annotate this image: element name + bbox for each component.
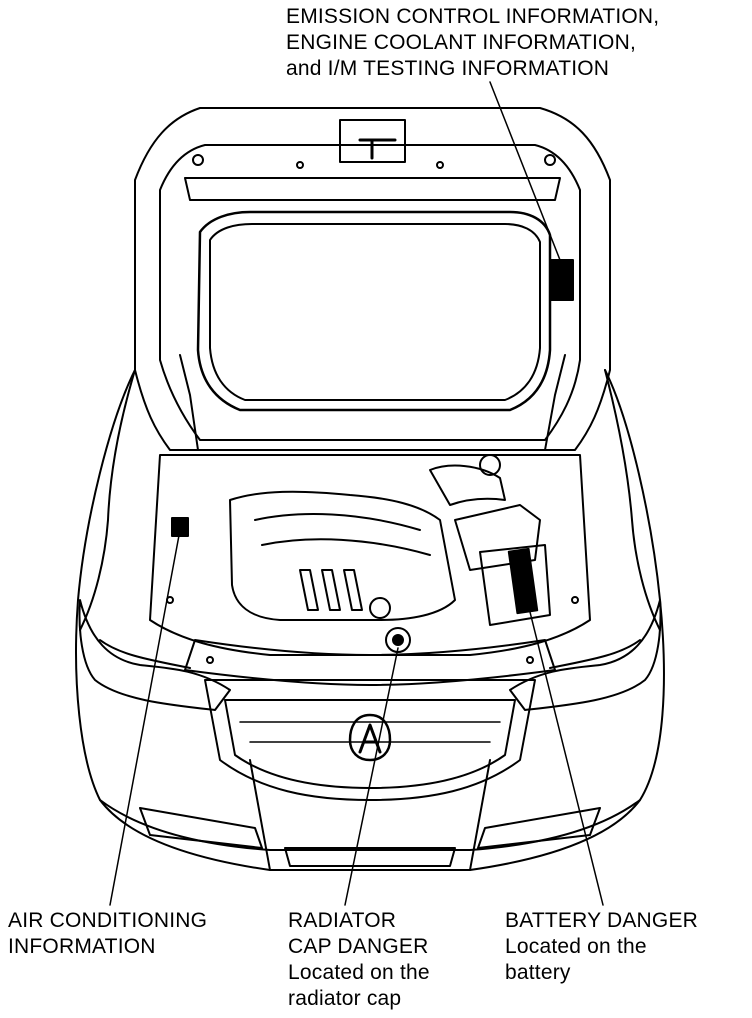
hood-bolt-4: [436, 161, 444, 169]
left-hood-strut: [179, 354, 199, 451]
radiator-cap-center: [392, 634, 404, 646]
hood-latch-handle: [358, 138, 397, 160]
coolant-reservoir: [479, 454, 501, 476]
bay-bolt-3: [206, 656, 214, 664]
lower-intake-left: [139, 807, 263, 849]
bay-bolt-2: [571, 596, 579, 604]
hood-latch: [339, 119, 406, 163]
engine-bay-outline: [149, 454, 591, 656]
battery-label-line-1: BATTERY DANGER: [505, 909, 699, 932]
battery: [479, 544, 551, 626]
intake-runner-1: [299, 569, 319, 611]
radiator-leader: [344, 647, 399, 906]
engine-cover-ridge-2: [261, 538, 431, 556]
hood-window-inner: [209, 223, 541, 401]
battery-label-line-3: battery: [505, 961, 571, 984]
emission-leader: [489, 81, 561, 261]
leader-lines: [109, 81, 604, 906]
radiator-cap-label: RADIATOR CAP DANGER Located on the radia…: [288, 908, 430, 1012]
hood-bolt-3: [296, 161, 304, 169]
left-headlight: [78, 599, 231, 711]
engine-bay: [149, 454, 591, 686]
battery-warning-label: [507, 547, 539, 615]
ac-label-line-1: AIR CONDITIONING: [8, 909, 208, 932]
right-headlight-inner: [549, 639, 641, 669]
front-bumper: [99, 799, 641, 851]
emblem-a: [358, 723, 382, 754]
ac-leader: [109, 529, 181, 906]
radiator-label-line-2: CAP DANGER: [288, 935, 429, 958]
right-headlight: [509, 599, 662, 711]
battery-leader: [529, 611, 604, 906]
emission-label-line-1: EMISSION CONTROL INFORMATION,: [286, 5, 660, 28]
left-headlight-inner: [99, 639, 191, 669]
hood-bolt-2: [544, 154, 556, 166]
emission-label-sticker: [550, 259, 574, 301]
lower-center-intake: [284, 847, 456, 867]
air-intake-duct: [429, 464, 506, 506]
ac-label-line-2: INFORMATION: [8, 935, 156, 958]
engine-cover-ridge: [254, 513, 421, 531]
radiator-cap: [385, 627, 411, 653]
air-box: [454, 504, 541, 571]
oil-filler-cap: [369, 597, 391, 619]
hood-window: [196, 210, 552, 412]
hood-inner-frame: [159, 144, 581, 441]
bumper-sides: [249, 759, 491, 871]
lower-intake-right: [477, 807, 601, 849]
right-fender: [604, 369, 661, 631]
battery-danger-label: BATTERY DANGER Located on the battery: [505, 908, 698, 986]
radiator-label-line-1: RADIATOR: [288, 909, 397, 932]
hood-outer: [134, 107, 611, 451]
battery-label-line-2: Located on the: [505, 935, 647, 958]
radiator-label-line-3: Located on the: [288, 961, 430, 984]
grille-inner: [224, 699, 516, 789]
emission-label-line-3: and I/M TESTING INFORMATION: [286, 57, 610, 80]
engine-cover: [229, 490, 456, 621]
hood-bolt-1: [192, 154, 204, 166]
hood-crossbar: [184, 177, 561, 201]
car-body: [75, 369, 665, 871]
bay-bolt-4: [526, 656, 534, 664]
left-fender: [79, 369, 136, 631]
intake-runner-2: [321, 569, 341, 611]
open-hood: [134, 107, 611, 451]
ac-info-sticker: [171, 517, 189, 537]
intake-runner-3: [343, 569, 363, 611]
air-conditioning-label: AIR CONDITIONING INFORMATION: [8, 908, 207, 960]
right-hood-strut: [544, 354, 566, 451]
emission-control-label: EMISSION CONTROL INFORMATION, ENGINE COO…: [286, 4, 659, 82]
emission-label-line-2: ENGINE COOLANT INFORMATION,: [286, 31, 636, 54]
emblem: [348, 713, 392, 762]
radiator-label-line-4: radiator cap: [288, 987, 402, 1010]
radiator-support: [184, 639, 556, 686]
